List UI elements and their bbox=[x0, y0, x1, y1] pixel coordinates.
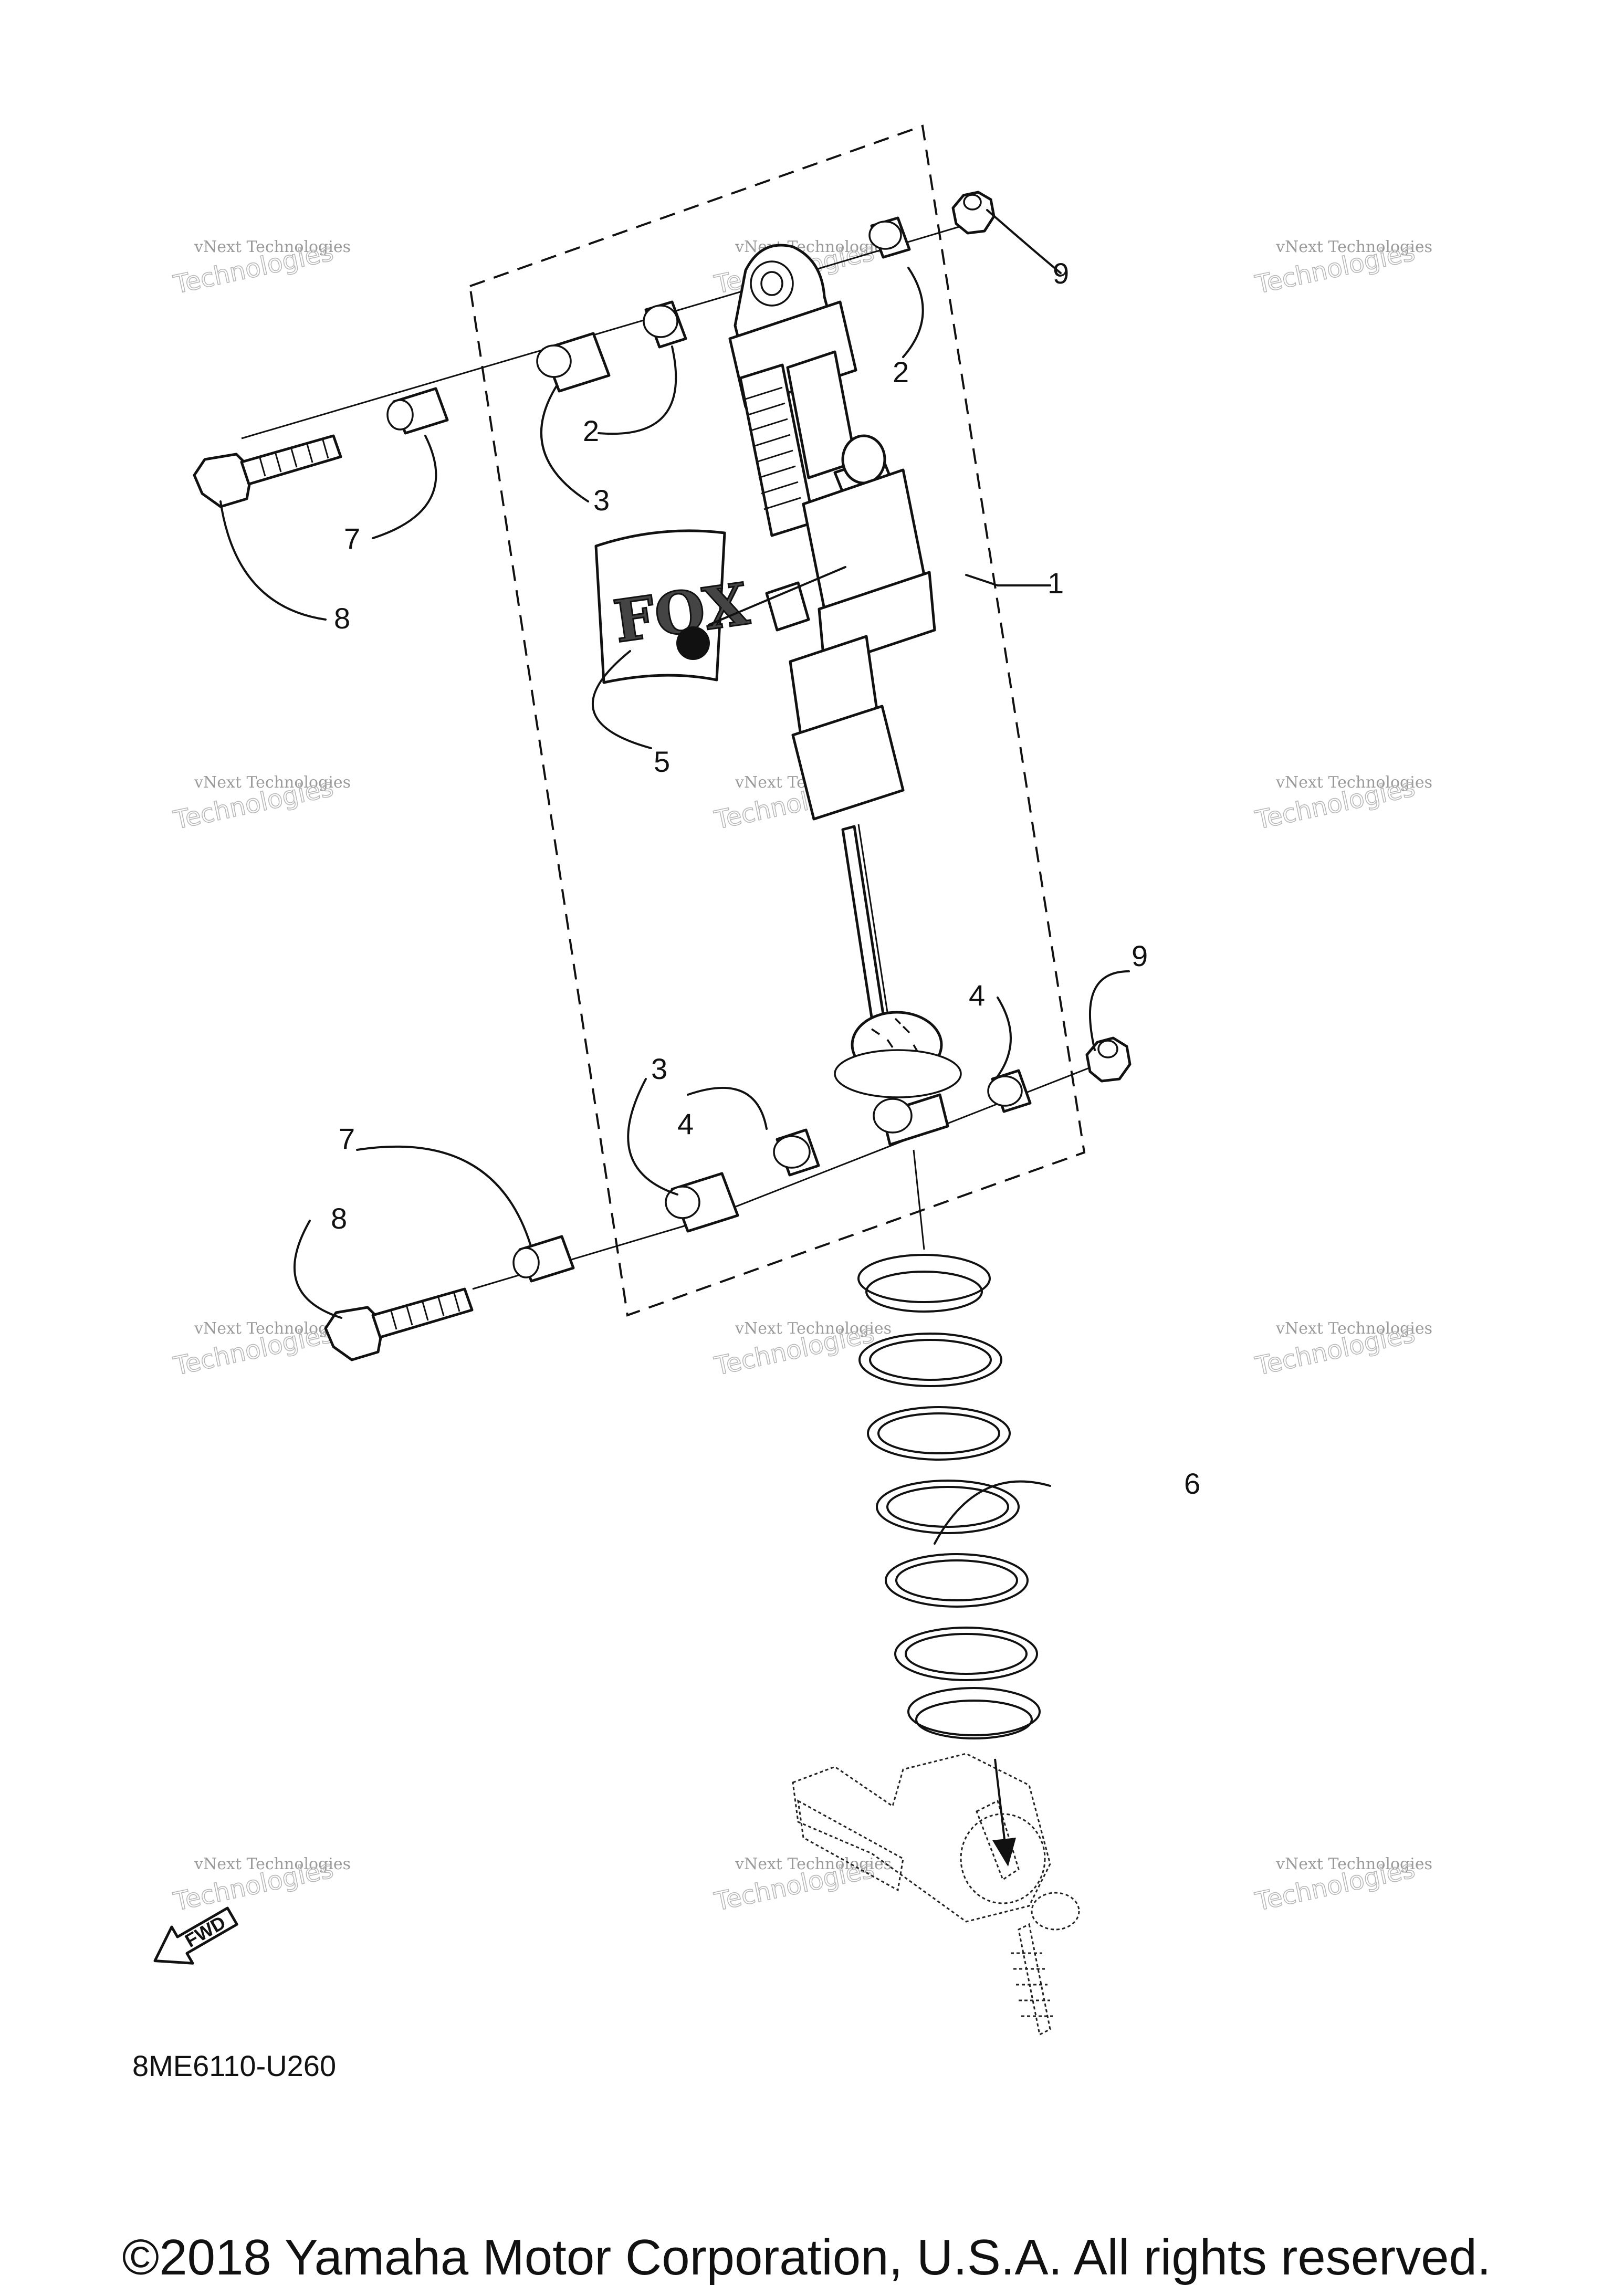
callout-4-bottom-left: 4 bbox=[677, 1107, 694, 1140]
bottom-collar-4-right bbox=[987, 1069, 1032, 1113]
bottom-nut-9 bbox=[1085, 1036, 1132, 1083]
shock-absorber bbox=[728, 244, 962, 1146]
bottom-spacer-3 bbox=[665, 1172, 739, 1233]
top-collar-2-left bbox=[643, 300, 687, 349]
coil-spring-6 bbox=[857, 1254, 1041, 1739]
copyright-notice: ©2018 Yamaha Motor Corporation, U.S.A. A… bbox=[122, 2229, 1491, 2285]
assembly-boundary bbox=[468, 124, 1086, 1317]
control-arm-reference bbox=[792, 1753, 1080, 2036]
callout-2-top-left: 2 bbox=[583, 414, 599, 447]
callout-2-top-right: 2 bbox=[893, 355, 909, 389]
watermark-text: vNext Technologies bbox=[1275, 238, 1432, 256]
watermark-text: vNext Technologies bbox=[1275, 773, 1432, 792]
callout-3-bottom: 3 bbox=[651, 1052, 667, 1085]
watermark-text: vNext Technologies bbox=[194, 773, 351, 792]
callout-7-top: 7 bbox=[344, 522, 360, 555]
callout-7-bottom: 7 bbox=[339, 1122, 355, 1155]
top-nut-9 bbox=[951, 191, 996, 235]
callout-1: 1 bbox=[1048, 567, 1064, 600]
bottom-collar-4-left bbox=[773, 1128, 820, 1177]
callout-8-top: 8 bbox=[334, 602, 350, 635]
callout-4-bottom-right: 4 bbox=[969, 979, 985, 1012]
callout-5: 5 bbox=[654, 745, 670, 778]
diagram-code: 8ME6110-U260 bbox=[132, 2049, 337, 2082]
watermark-text: vNext Technologies bbox=[1275, 1855, 1432, 1873]
callout-8-bottom: 8 bbox=[331, 1202, 347, 1235]
leader-lines bbox=[219, 209, 1130, 1545]
watermark-text: vNext Technologies bbox=[735, 1855, 892, 1873]
watermark-text: vNext Technologies bbox=[1275, 1319, 1432, 1338]
bottom-bushing-7 bbox=[512, 1235, 575, 1283]
callout-9-top: 9 bbox=[1053, 257, 1069, 290]
top-bolt-8 bbox=[193, 434, 342, 508]
bottom-bolt-8 bbox=[324, 1287, 474, 1361]
callout-9-bottom: 9 bbox=[1132, 939, 1148, 972]
watermark-text: vNext Technologies bbox=[194, 238, 351, 256]
callout-6: 6 bbox=[1184, 1467, 1200, 1500]
top-collar-2-right bbox=[868, 216, 911, 259]
watermark-text: vNext Technologies bbox=[194, 1855, 351, 1873]
callout-3-top: 3 bbox=[593, 484, 610, 517]
top-bushing-7 bbox=[386, 387, 449, 435]
watermark-text: vNext Technologies bbox=[735, 1319, 892, 1338]
callout-labels: 9 2 2 3 7 8 1 5 9 4 3 4 7 8 6 bbox=[331, 257, 1200, 1500]
install-arrow bbox=[992, 1758, 1016, 1867]
top-spacer-3 bbox=[536, 332, 611, 393]
